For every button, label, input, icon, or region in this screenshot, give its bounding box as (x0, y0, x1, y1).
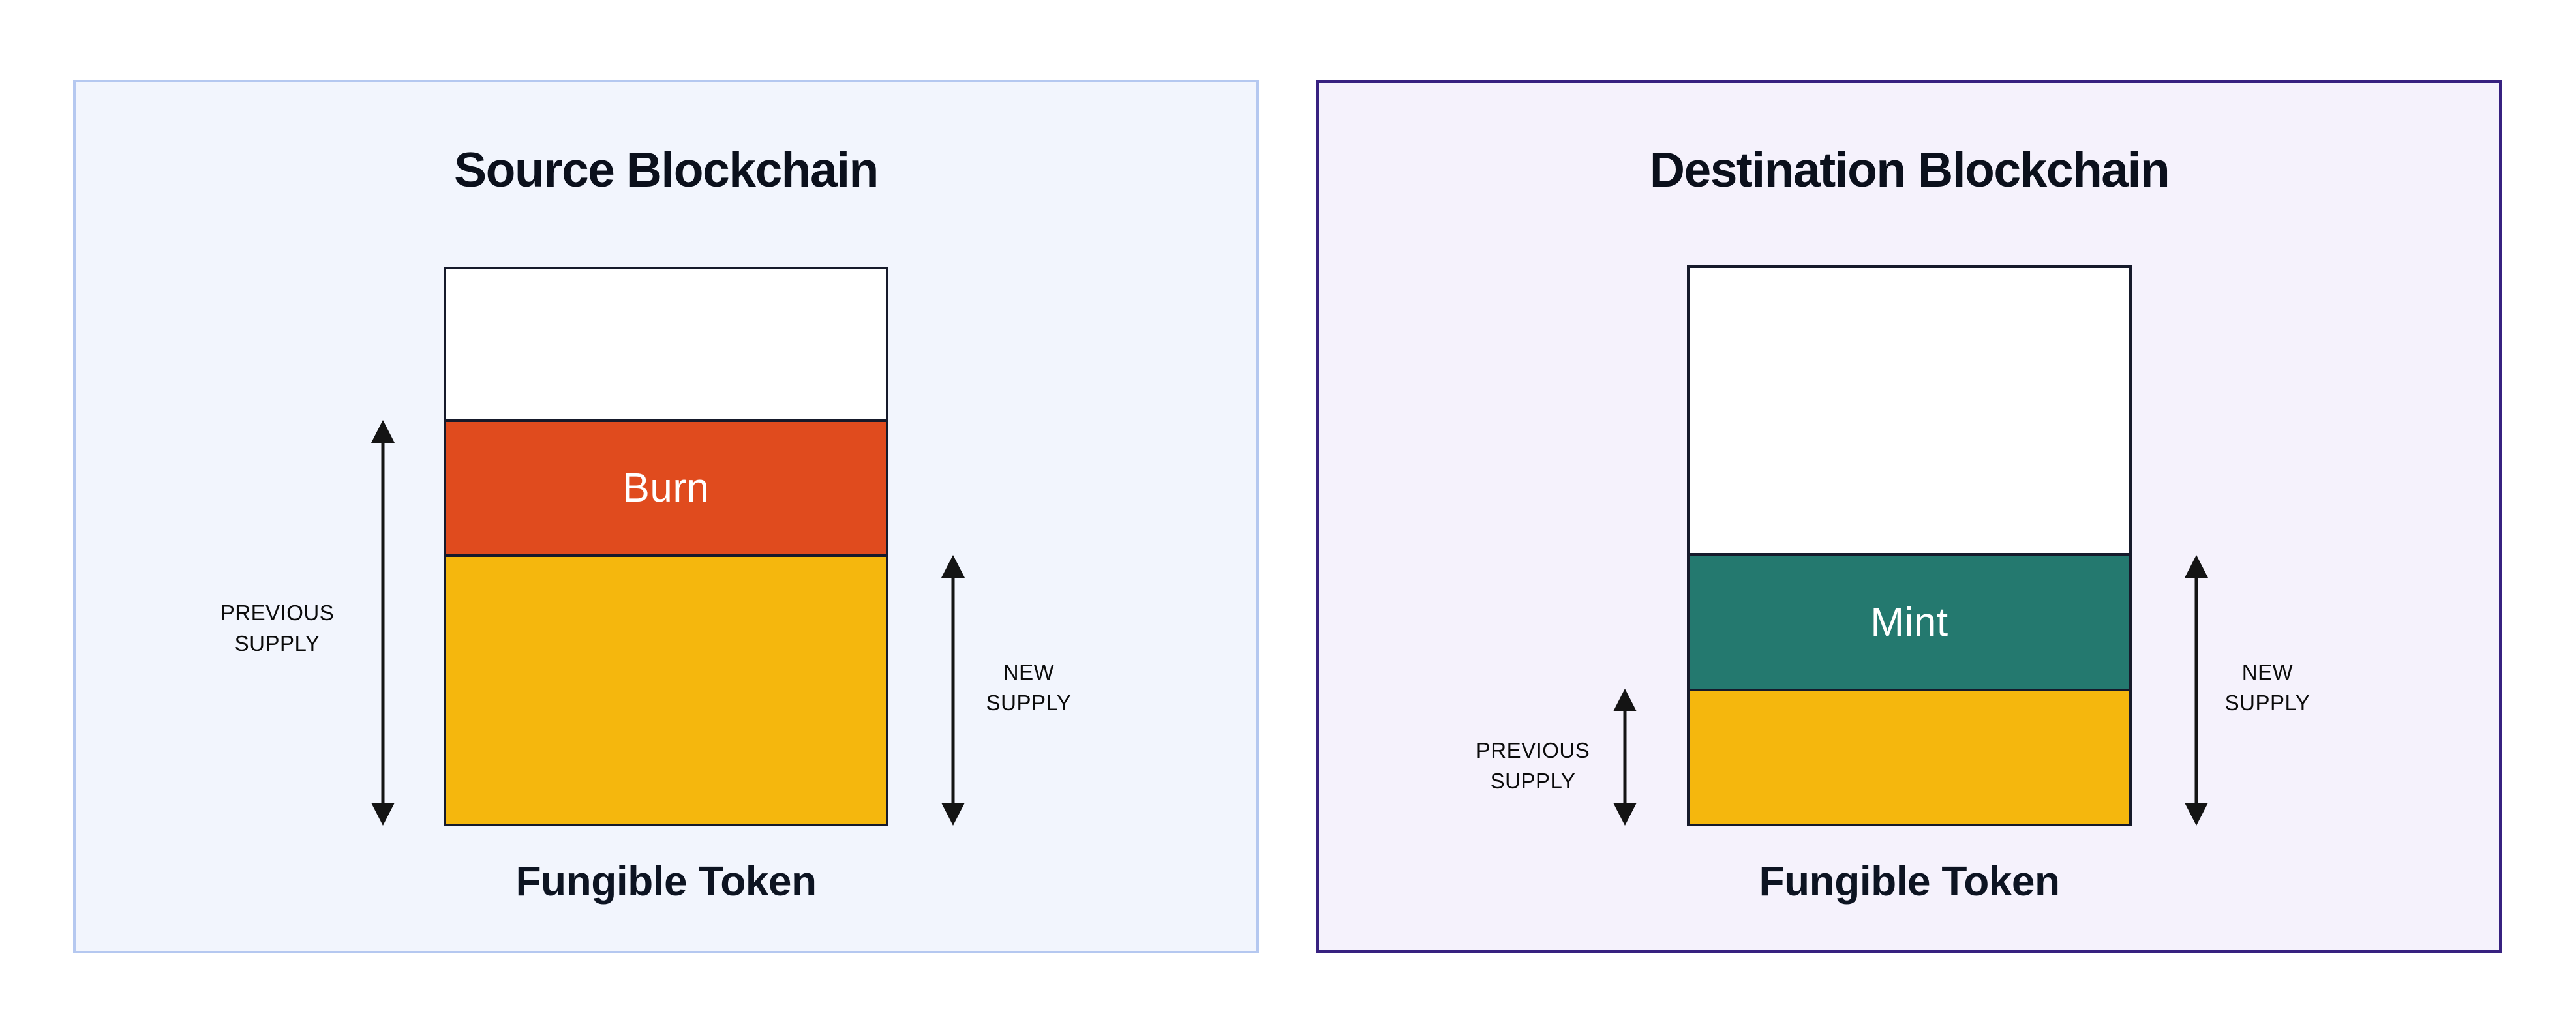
burn-segment-label: Burn (622, 466, 710, 511)
destination-previous-supply-segment (1690, 689, 2129, 824)
destination-previous-supply-arrow (1613, 689, 1637, 826)
destination-supply-bar: Mint (1687, 265, 2132, 826)
destination-new-supply-arrow (2185, 555, 2208, 826)
source-previous-supply-arrow (371, 420, 395, 826)
destination-panel-title: Destination Blockchain (1649, 142, 2170, 197)
source-previous-supply-label: PREVIOUS SUPPLY (220, 601, 335, 655)
source-token-caption: Fungible Token (515, 858, 817, 905)
source-panel-title: Source Blockchain (454, 142, 879, 197)
burn-segment: Burn (446, 419, 886, 554)
source-supply-bar: Burn (444, 267, 888, 826)
source-remaining-supply-segment (446, 554, 886, 824)
source-empty-segment (446, 269, 886, 419)
source-new-supply-arrow (941, 555, 965, 826)
mint-segment-label: Mint (1870, 599, 1948, 645)
source-new-supply-label: NEW SUPPLY (986, 660, 1072, 715)
destination-token-caption: Fungible Token (1759, 858, 2060, 905)
destination-previous-supply-label: PREVIOUS SUPPLY (1476, 738, 1590, 793)
destination-empty-segment (1690, 268, 2129, 553)
destination-new-supply-label: NEW SUPPLY (2224, 660, 2311, 715)
mint-segment: Mint (1690, 553, 2129, 689)
